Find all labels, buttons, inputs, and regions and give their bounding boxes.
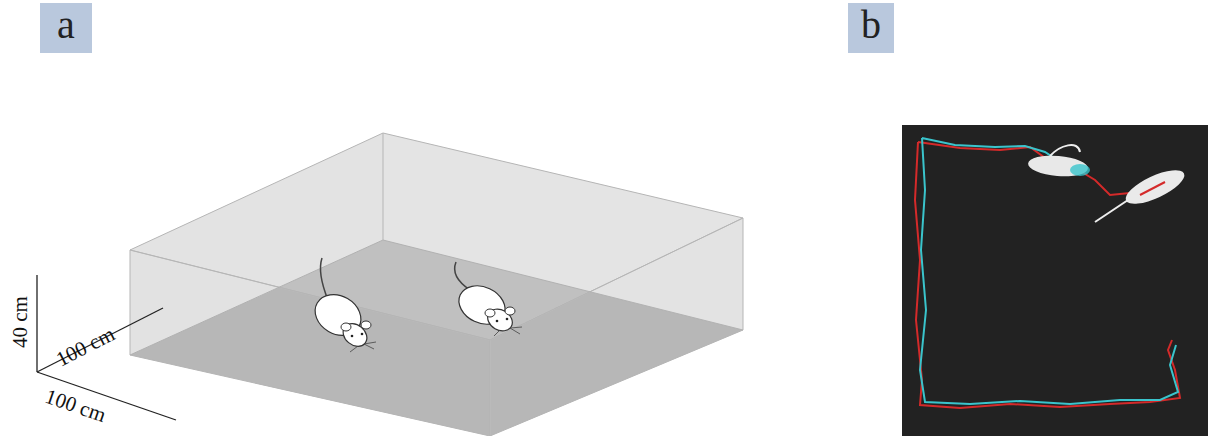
arena-wall — [490, 218, 743, 436]
dimension-label: 100 cm — [52, 322, 119, 373]
arena-edge — [383, 133, 384, 240]
trajectory-cyan — [920, 138, 1178, 404]
mouse-drawing — [453, 262, 522, 336]
arena-edge — [130, 240, 383, 355]
tracked-mouse — [1027, 145, 1090, 179]
mouse-drawing — [308, 258, 376, 352]
panel-label: a — [57, 5, 75, 45]
panel-label-box: a — [40, 3, 92, 53]
arena-wall — [130, 250, 490, 436]
panel-label-box: b — [848, 3, 894, 53]
video-frame — [902, 125, 1208, 436]
dimension-label: 100 cm — [42, 384, 109, 428]
tracked-mouse — [1095, 164, 1189, 222]
panel-label: b — [861, 5, 881, 45]
dimension-label: 40 cm — [8, 296, 33, 348]
trajectory-red — [915, 142, 1180, 408]
arena-edge — [383, 240, 743, 330]
